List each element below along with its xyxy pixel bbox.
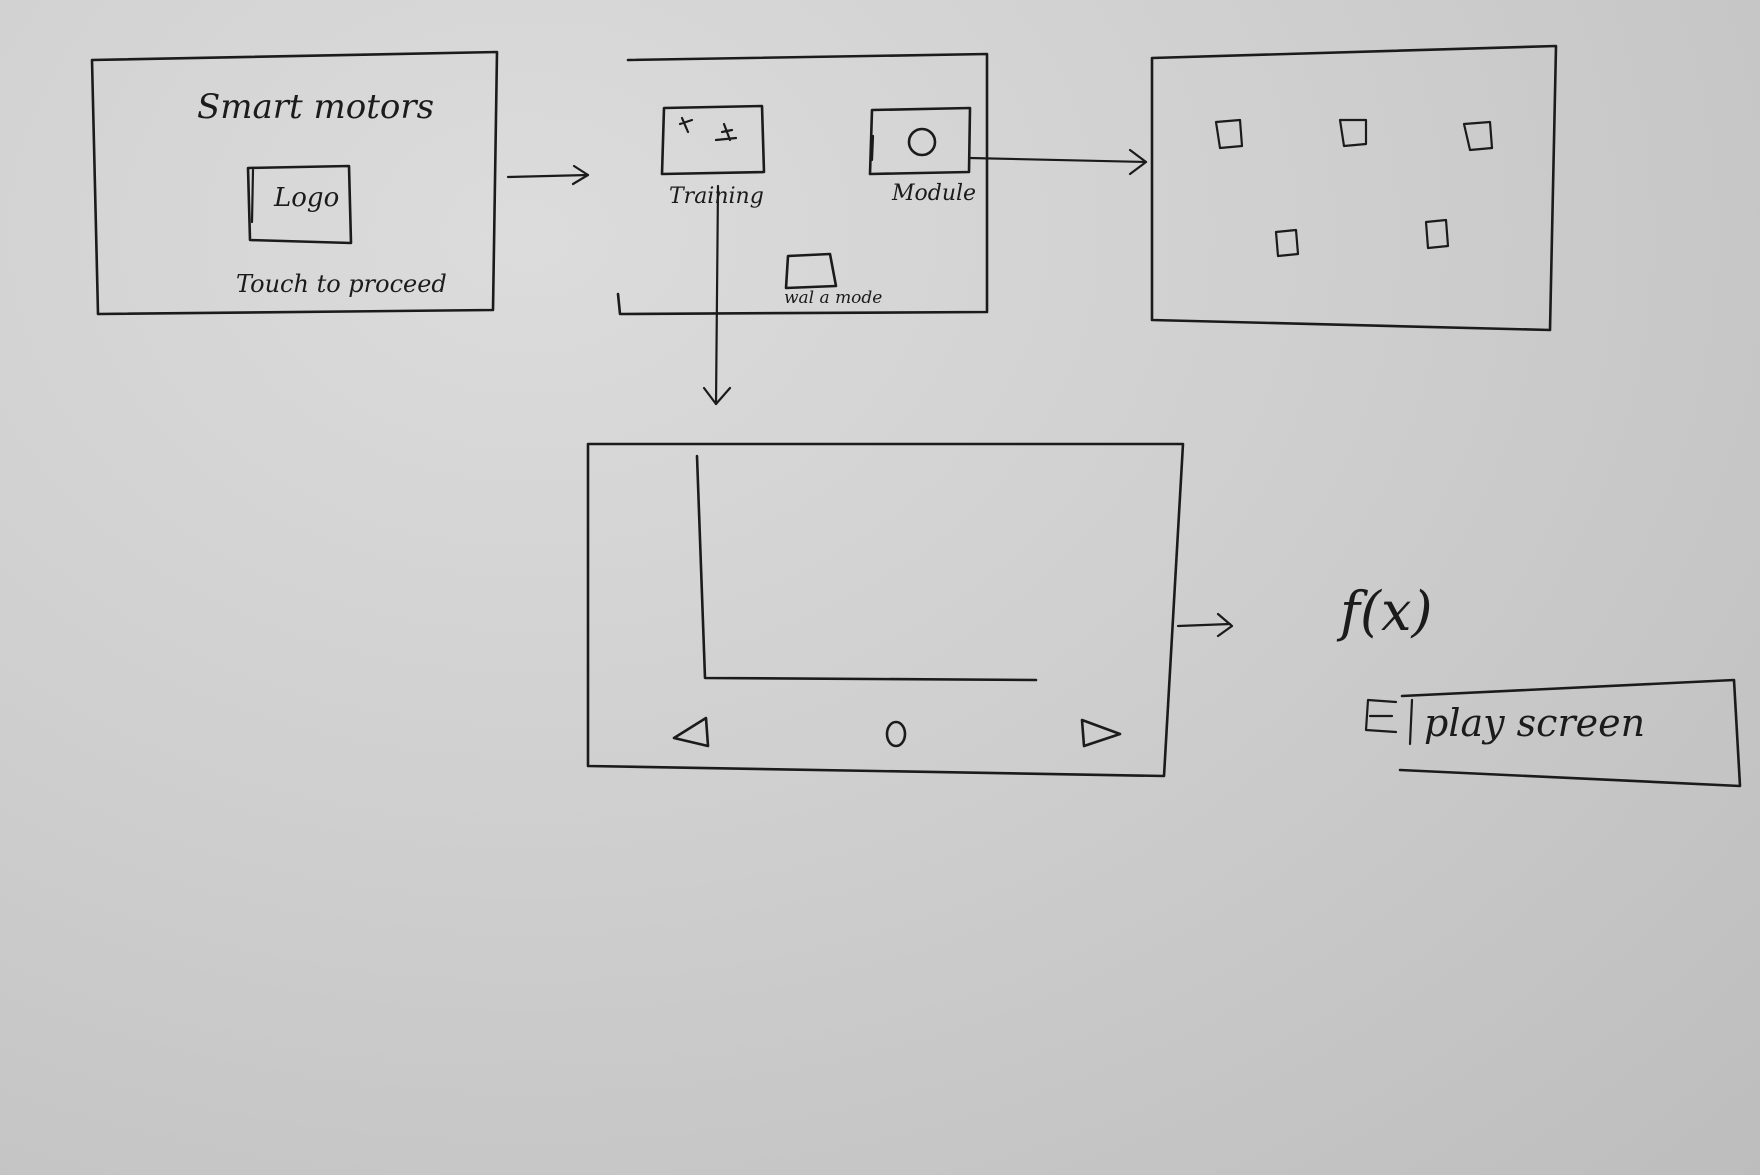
module-card bbox=[868, 106, 972, 176]
grid-item bbox=[1214, 118, 1244, 150]
grid-item bbox=[1424, 218, 1450, 250]
touch-to-proceed: Touch to proceed bbox=[236, 270, 447, 298]
display-box-frame bbox=[1398, 678, 1742, 788]
training-graph-screen bbox=[586, 442, 1185, 778]
splash-screen: Smart motors Logo Touch to proceed bbox=[90, 50, 499, 316]
forward-triangle-icon bbox=[1080, 718, 1122, 748]
training-icon bbox=[678, 116, 738, 142]
display-screen-box: play screen bbox=[1364, 678, 1742, 788]
arrow-graph-to-display bbox=[1176, 612, 1234, 638]
graph-axes bbox=[695, 454, 1038, 682]
module-label: Module bbox=[891, 181, 976, 206]
arrow-menu-to-grid bbox=[968, 148, 1148, 176]
arrow-menu-to-graph bbox=[702, 184, 732, 406]
graph-screen-frame bbox=[586, 442, 1185, 778]
back-triangle-icon bbox=[672, 716, 710, 748]
logo-label: Logo bbox=[273, 183, 339, 213]
module-grid-screen bbox=[1150, 44, 1558, 332]
training-card bbox=[660, 104, 766, 176]
training-label: Training bbox=[669, 184, 764, 209]
menu-screen-frame bbox=[616, 52, 989, 316]
function-label: f(x) bbox=[1336, 580, 1433, 643]
splash-title: Smart motors bbox=[197, 87, 434, 127]
scribbled-letter bbox=[1364, 698, 1414, 746]
menu-screen: Training Module wal a mode bbox=[616, 52, 989, 316]
module-circle-icon bbox=[907, 127, 937, 157]
third-mode-card bbox=[784, 252, 838, 290]
arrow-splash-to-menu bbox=[506, 164, 590, 186]
grid-screen-frame bbox=[1150, 44, 1558, 332]
grid-item bbox=[1462, 120, 1494, 152]
display-box-label: play screen bbox=[1424, 701, 1645, 745]
center-circle-icon bbox=[885, 720, 907, 748]
logo-box bbox=[246, 164, 353, 245]
grid-item bbox=[1338, 118, 1368, 148]
grid-item bbox=[1274, 228, 1300, 258]
splash-screen-frame bbox=[90, 50, 499, 316]
third-mode-label: wal a mode bbox=[784, 288, 882, 308]
